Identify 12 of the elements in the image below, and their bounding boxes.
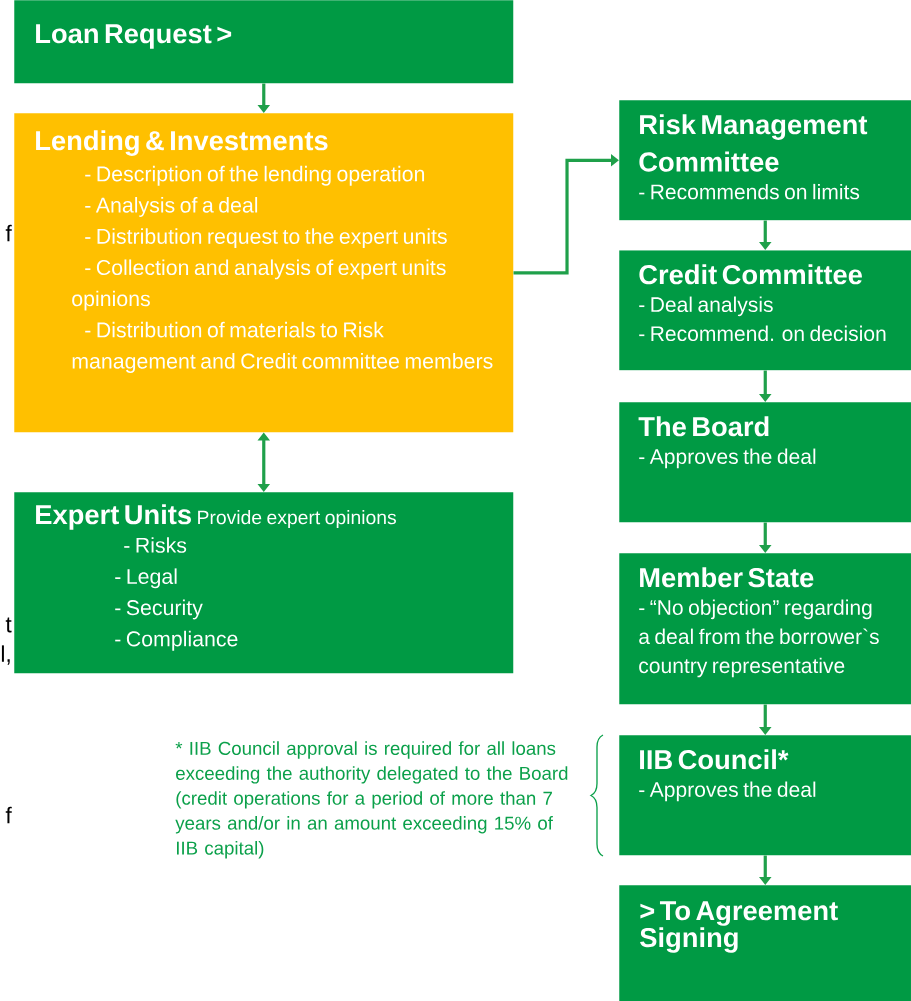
process-box: Lending & Investments - Description of the lending operation - Analysis of a deal - Distribution request to the expert units - Collection and analysis of expert units opinions - Distribution of materials to Risk management and Credit committee members [14,113,514,433]
process-box: > To Agreement Signing [619,885,911,1001]
text-fragment: f [5,806,12,824]
process-box: Member State - “No objection” regarding a deal from the borrower`s country representative [619,553,911,705]
process-box: IIB Council* - Approves the deal [619,735,911,856]
process-box: Credit Committee - Deal analysis - Recommend. on decision [619,250,911,371]
process-box: Risk Management Committee - Recommends on limits [619,100,911,221]
process-box: Expert Units Provide expert opinions - Risks - Legal - Security - Compliance [14,492,514,674]
process-box: The Board - Approves the deal [619,402,911,523]
process-box: Loan Request > [14,0,514,84]
arrow [513,154,619,275]
footnote: * IIB Council approval is required for all loans exceeding the authority delegated to the Board (credit operations for a period of more than 7 years and/or in an amount exceeding 15% of IIB capital) [175,741,568,859]
